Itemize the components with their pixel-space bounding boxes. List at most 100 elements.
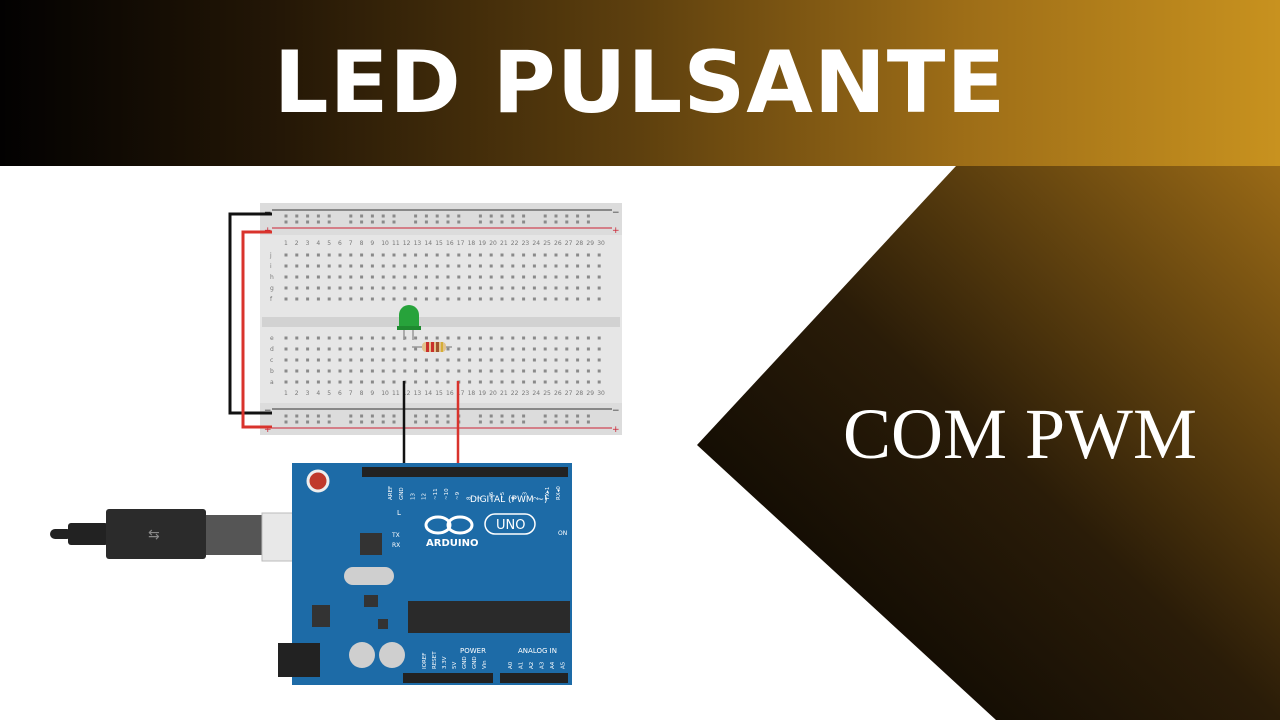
column-number: 8	[360, 390, 364, 397]
uno-label: UNO	[496, 518, 525, 533]
column-number: 10	[381, 240, 389, 247]
pin-label: ~9	[455, 491, 461, 500]
column-number: 14	[424, 240, 432, 247]
column-number: 21	[500, 240, 508, 247]
column-number: 20	[489, 240, 497, 247]
svg-text:ON: ON	[558, 530, 567, 537]
column-number: 27	[565, 240, 573, 247]
column-number: 22	[511, 240, 519, 247]
column-number: 7	[349, 240, 353, 247]
column-number: 24	[532, 240, 540, 247]
column-number: 17	[457, 390, 465, 397]
svg-text:TX: TX	[391, 532, 400, 539]
arduino-board: DIGITAL (PWM ~) ARDUINO UNO L TX RX ON P…	[278, 463, 572, 685]
page-title: LED PULSANTE	[273, 33, 1007, 133]
power-rail-wire	[241, 230, 272, 429]
column-number: 12	[403, 240, 411, 247]
row-letter: a	[270, 379, 274, 386]
column-number: 4	[316, 390, 320, 397]
pin-label: GND	[472, 656, 478, 669]
row-letter: f	[270, 296, 273, 303]
column-number: 25	[543, 240, 551, 247]
circuit-illustration: jihgfedcba112233445566778899101011111212…	[50, 203, 622, 685]
column-number: 15	[435, 390, 443, 397]
row-letter: j	[269, 252, 272, 259]
green-led	[397, 305, 421, 340]
pin-label: 4	[511, 496, 517, 500]
column-number: 19	[478, 390, 486, 397]
column-number: 1	[284, 390, 288, 397]
row-letter: b	[270, 368, 274, 375]
subtitle: COM PWM	[842, 394, 1198, 474]
pin-label: 7	[478, 496, 484, 500]
column-number: 6	[338, 390, 342, 397]
row-letter: h	[270, 274, 274, 281]
column-number: 29	[586, 390, 594, 397]
row-letter: g	[270, 285, 274, 292]
svg-text:⇆: ⇆	[148, 527, 160, 543]
svg-text:+: +	[612, 226, 620, 236]
column-number: 29	[586, 240, 594, 247]
column-number: 24	[532, 390, 540, 397]
pin-label: ~5	[500, 491, 506, 500]
column-number: 9	[370, 240, 374, 247]
column-number: 7	[349, 390, 353, 397]
column-number: 14	[424, 390, 432, 397]
pin-label: A0	[508, 661, 514, 669]
svg-text:L: L	[397, 509, 401, 517]
column-number: 13	[414, 390, 422, 397]
row-letter: i	[270, 263, 272, 270]
column-number: 18	[468, 390, 476, 397]
pin-label: 2	[534, 497, 540, 501]
column-number: 10	[381, 390, 389, 397]
column-number: 2	[295, 240, 299, 247]
pin-label: TX▸1	[545, 487, 551, 501]
pin-label: ~10	[444, 488, 450, 500]
svg-text:ANALOG IN: ANALOG IN	[518, 647, 557, 655]
column-number: 5	[327, 240, 331, 247]
column-number: 28	[576, 390, 584, 397]
svg-text:−: −	[612, 208, 620, 218]
column-number: 26	[554, 390, 562, 397]
column-number: 25	[543, 390, 551, 397]
column-number: 12	[403, 390, 411, 397]
pin-label: RX◂0	[556, 486, 562, 500]
column-number: 11	[392, 240, 400, 247]
breadboard: jihgfedcba112233445566778899101011111212…	[260, 203, 622, 435]
column-number: 8	[360, 240, 364, 247]
pin-label: ~6	[489, 491, 495, 500]
pin-label: ~11	[433, 488, 439, 500]
pin-label: Vin	[482, 660, 488, 669]
column-number: 11	[392, 390, 400, 397]
svg-text:−: −	[612, 406, 620, 416]
column-number: 23	[522, 240, 530, 247]
column-number: 6	[338, 240, 342, 247]
pin-label: GND	[462, 656, 468, 669]
svg-text:−: −	[264, 406, 272, 416]
column-number: 21	[500, 390, 508, 397]
column-number: 22	[511, 390, 519, 397]
column-number: 16	[446, 240, 454, 247]
svg-text:+: +	[264, 425, 272, 435]
pin-label: ~3	[522, 491, 528, 500]
column-number: 2	[295, 390, 299, 397]
column-number: 17	[457, 240, 465, 247]
pin-label: IOREF	[422, 653, 428, 669]
pin-label: A3	[540, 661, 546, 669]
pin-label: 13	[410, 493, 416, 500]
pin-label: 5V	[452, 662, 458, 669]
column-number: 30	[597, 390, 605, 397]
pin-label: GND	[399, 487, 405, 500]
column-number: 9	[370, 390, 374, 397]
column-number: 5	[327, 390, 331, 397]
row-letter: c	[270, 357, 273, 364]
pin-label: A4	[550, 661, 556, 669]
ground-rail-wire	[228, 212, 272, 415]
column-number: 1	[284, 240, 288, 247]
pin-label: AREF	[388, 486, 394, 500]
column-number: 15	[435, 240, 443, 247]
svg-text:POWER: POWER	[460, 647, 486, 655]
title-banner: LED PULSANTE	[0, 0, 1280, 166]
column-number: 18	[468, 240, 476, 247]
